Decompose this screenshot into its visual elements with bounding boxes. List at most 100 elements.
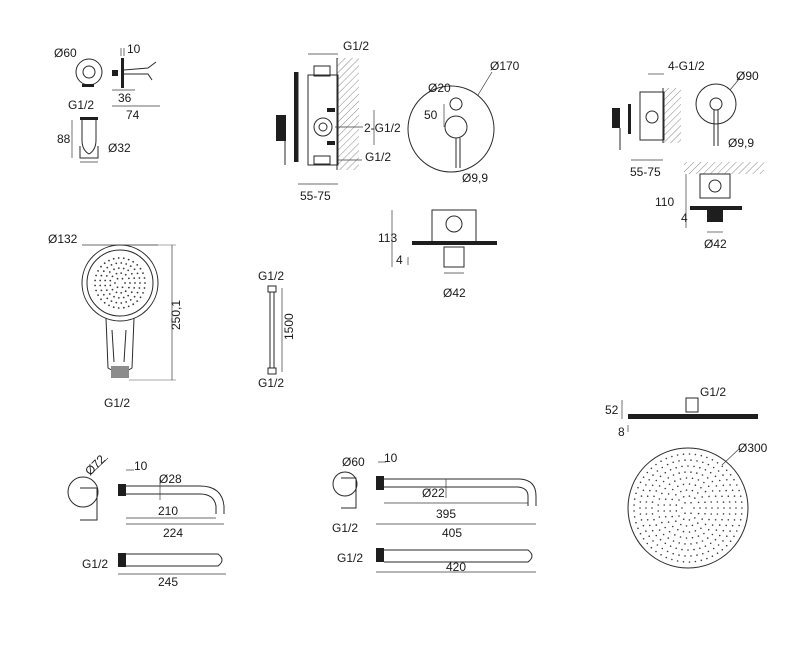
head-face: [627, 447, 749, 569]
nozzle-dot: [661, 547, 664, 550]
nozzle-dot: [739, 495, 742, 498]
arm-pipe: [384, 478, 537, 506]
nozzle-dot: [669, 504, 671, 506]
nozzle-dot: [694, 530, 697, 532]
nozzle-dot: [103, 262, 106, 265]
nozzle-dot: [722, 474, 724, 476]
nozzle-dot: [646, 519, 649, 521]
nozzle-dot: [114, 282, 116, 284]
nozzle-dot: [694, 497, 696, 499]
nozzle-dot: [727, 495, 730, 498]
nozzle-dot: [648, 535, 650, 537]
mixer-body-h-label: 113: [378, 231, 397, 245]
nozzle-dot: [672, 552, 674, 555]
nozzle-dot: [664, 542, 667, 545]
hand-shower-handle-inner: [111, 329, 127, 363]
nozzle-dot: [640, 519, 643, 521]
nozzle-dot: [127, 277, 130, 280]
nozzle-dot: [651, 507, 653, 509]
nozzle-dot: [733, 519, 736, 521]
nozzle-dot: [106, 266, 109, 269]
mixer-offset-label: 50: [424, 108, 438, 122]
nozzle-dot: [725, 544, 728, 547]
nozzle-dot: [661, 492, 663, 495]
nozzle-dot: [675, 510, 678, 512]
nozzle-dot: [655, 490, 658, 492]
nozzle-dot: [711, 490, 714, 492]
mixer-side-port-1: [327, 108, 335, 112]
nozzle-dot: [701, 540, 704, 542]
nozzle-dot: [699, 547, 701, 550]
valve-cartridge: [645, 110, 659, 124]
nozzle-dot: [676, 560, 679, 562]
nozzle-dot: [733, 535, 735, 538]
spout-flange-pipe: [80, 487, 98, 521]
nozzle-dot: [738, 489, 740, 492]
nozzle-dot: [714, 495, 717, 498]
nozzle-dot: [733, 478, 735, 481]
nozzle-dot: [111, 275, 114, 278]
diverter-valve-drawing: 4-G1/2 55-75 Ø90 Ø9,9 110 4 Ø42: [612, 59, 764, 251]
nozzle-dot: [116, 286, 119, 289]
nozzle-dot: [645, 501, 648, 503]
nozzle-dot: [103, 301, 106, 304]
nozzle-dot: [667, 521, 670, 523]
nozzle-dot: [675, 520, 677, 522]
nozzle-dot: [127, 269, 130, 272]
nozzle-dot: [668, 530, 671, 533]
nozzle-dot: [142, 272, 144, 274]
nozzle-dot: [731, 524, 734, 527]
arm-len3-label: 420: [446, 560, 466, 574]
wall-holder-drawing: Ø60 10 36 74 G1/2 88 Ø32: [54, 42, 160, 163]
nozzle-dot: [715, 485, 718, 487]
nozzle-dot: [653, 518, 655, 521]
nozzle-dot: [105, 275, 108, 277]
mixer-plate: [294, 72, 298, 162]
mixer-lower-box: [431, 209, 477, 243]
nozzle-dot: [678, 554, 680, 556]
nozzle-dot: [105, 289, 108, 291]
nozzle-dot: [633, 510, 635, 512]
nozzle-dot: [671, 515, 673, 518]
nozzle-dot: [635, 521, 637, 524]
nozzle-dot: [671, 525, 674, 528]
nozzle-dot: [706, 537, 709, 539]
nozzle-dot: [113, 268, 115, 271]
nozzle-dot: [663, 510, 665, 512]
nozzle-dot: [721, 495, 723, 498]
nozzle-dot: [648, 479, 650, 481]
nozzle-dot: [94, 284, 96, 287]
nozzle-dot: [664, 471, 667, 474]
nozzle-dot: [690, 502, 692, 504]
holder-lower-body: [81, 120, 97, 155]
nozzle-dot: [688, 495, 691, 497]
nozzle-dot: [718, 534, 721, 537]
nozzle-dot: [133, 268, 136, 271]
holder-lower-bar: [80, 117, 98, 120]
nozzle-dot: [669, 545, 672, 547]
mixer-lever-label: Ø20: [428, 81, 451, 95]
nozzle-dot: [706, 456, 708, 459]
nozzle-dot: [702, 461, 704, 464]
nozzle-dot: [707, 528, 710, 531]
nozzle-dot: [116, 277, 119, 280]
nozzle-dot: [113, 295, 115, 298]
nozzle-dot: [697, 535, 700, 537]
valve-lower-plate: [690, 206, 742, 210]
nozzle-dot: [108, 271, 111, 273]
nozzle-dot: [684, 555, 686, 557]
nozzle-dot: [729, 540, 732, 542]
nozzle-dot: [124, 290, 127, 293]
nozzle-dot: [667, 537, 670, 539]
mixer-lower-cartridge: [445, 215, 463, 233]
nozzle-dot: [707, 550, 710, 553]
mixer-body-d-label: 4: [396, 253, 403, 267]
head-h-label: 52: [605, 403, 619, 417]
nozzle-dot: [697, 522, 699, 524]
nozzle-dot: [729, 484, 731, 486]
nozzle-dot: [704, 545, 707, 547]
nozzle-dot: [716, 552, 719, 554]
nozzle-dot: [645, 484, 647, 486]
nozzle-dot: [726, 479, 728, 481]
nozzle-dot: [729, 530, 731, 532]
